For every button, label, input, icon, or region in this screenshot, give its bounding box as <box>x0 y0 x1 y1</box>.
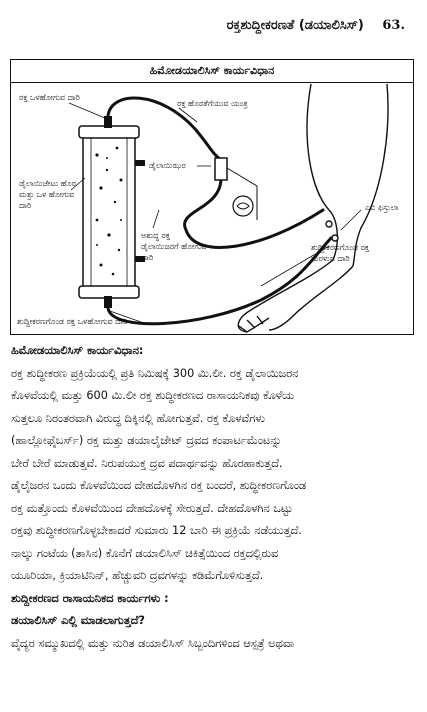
label-dialysate-path: ಡೈಲಾಯಿಜೇಟು ಹೊರ ಮತ್ತು ಒಳ ಹೋಗುವ ದಾರಿ <box>19 179 76 210</box>
label-blood-pump: ರಕ್ತ ಹೊರತೆಗೆಯುವ ಯಂತ್ರ <box>177 99 248 108</box>
label-purified-blood-return: ಶುದ್ದೀಕರಣಗೊಂಡ ರಕ್ತ ಮರಳುವ ದಾರಿ <box>311 243 370 263</box>
blood-pump <box>214 157 258 220</box>
figure-title-divider <box>11 82 413 83</box>
label-blood-inlet: ರಕ್ತ ಒಳಹೋಗುವ ದಾರಿ <box>19 93 80 102</box>
paragraph-line: ಕೊಳವೆಯಲ್ಲಿ ಮತ್ತು 600 ಮಿ.ಲೀ ರಕ್ತ ಶುದ್ಧೀಕರ… <box>11 389 295 402</box>
label-av-fistula: ಎವಿ ಫಿಸ್ತುಲಾ <box>365 203 399 212</box>
blood-tubing <box>106 96 333 326</box>
paragraph-line: ನಾಲ್ಕು ಗಂಟೆಯ (ತಾಸಿನ) ಕೊನೆಗೆ ಡಯಾಲಿಸಿಸ್ ಚಿ… <box>11 546 279 560</box>
paragraph-line: ವೈದ್ಯರ ಸಮ್ಮುಖದಲ್ಲಿ ಮತ್ತು ನುರಿತ ಡಯಾಲಿಸಿಸ್… <box>11 636 295 650</box>
label-purified-blood-inlet: ಶುದ್ದೀಕರಣಗೊಂಡ ರಕ್ತ ಒಳಹೋಗುವ ದಾರಿ <box>17 317 128 326</box>
paragraph-line: ರಕ್ತ ಶುದ್ಧೀಕರಣ ಪ್ರಕ್ರಿಯೆಯಲ್ಲಿ ಪ್ರತಿ ನಿಮಿ… <box>11 366 299 380</box>
label-impure-blood-path: ಅಶುದ್ಧ ರಕ್ತ ಡೈಲಾಯಿಜರಗೆ ಹೋಗುವ ದಾರಿ <box>141 231 207 262</box>
running-header: ರಕ್ತಶುದ್ದೀಕರಣತೆ (ಡಯಾಲಿಸಿಸ್) 63. <box>227 18 405 33</box>
chapter-title: ರಕ್ತಶುದ್ದೀಕರಣತೆ (ಡಯಾಲಿಸಿಸ್) <box>226 18 364 33</box>
paragraph-line: ಸುತ್ತಲೂ ನಿರಂತರವಾಗಿ ವಿರುದ್ಧ ದಿಕ್ಕಿನಲ್ಲಿ ಹ… <box>11 411 265 425</box>
patient-arm <box>237 83 389 333</box>
paragraph-line: ಯೂರಿಯಾ, ಕ್ರಿಯಾಟಿನಿನ್, ಹೆಚ್ಚುವರಿ ದ್ರವಗಳನ್… <box>11 569 264 582</box>
section-heading-where: ಡಯಾಲಿಸಿಸ್ ಎಲ್ಲಿ ಮಾಡಲಾಗುತ್ತದೆ? <box>11 614 145 627</box>
paragraph-line: ರಕ್ತ ಮತ್ತೊಂದು ಕೊಳವೆಯಿಂದ ದೇಹದೊಳಕ್ಕೆ ಸೇರುತ… <box>11 501 293 515</box>
label-dialyser: ಡೈಲಾಯಿಝರ <box>149 161 186 170</box>
article-body: ಹಿಮೋಡಯಾಲಿಸಿಸ್ ಕಾರ್ಯವಿಧಾನ: ರಕ್ತ ಶುದ್ಧೀಕರಣ… <box>11 340 415 655</box>
hemodialysis-figure: ಹಿಮೋಡಯಾಲಿಸಿಸ್ ಕಾರ್ಯವಿಧಾನ <box>10 59 414 335</box>
section-heading-functions: ಶುದ್ದೀಕರಣದ ರಾಸಾಯನಿಕದ ಕಾರ್ಯಗಳು : <box>11 591 169 605</box>
figure-title: ಹಿಮೋಡಯಾಲಿಸಿಸ್ ಕಾರ್ಯವಿಧಾನ <box>149 64 275 77</box>
paragraph-line: ಡೈಲೈಜರನ ಒಂದು ಕೊಳವೆಯಿಂದ ದೇಹದೊಳಗಿನ ರಕ್ತ ಬಂ… <box>11 479 307 492</box>
dialysis-diagram <box>68 83 389 333</box>
section-heading-procedure: ಹಿಮೋಡಯಾಲಿಸಿಸ್ ಕಾರ್ಯವಿಧಾನ: <box>11 344 144 357</box>
paragraph-line: ರಕ್ತವು ಶುದ್ಧೀಕರಣಗೊಳ್ಳಬೇಕಾದರೆ ಸುಮಾರು 12 ಬ… <box>11 524 302 537</box>
paragraph-line: ಬೇರೆ ಬೇರೆ ಮಾಡುತ್ತವೆ. ನಿರುಪಯುಕ್ತ ದ್ರವ ಪದಾ… <box>11 456 283 470</box>
paragraph-line: (ಹಾಲ್ಲೋಫೈಬರ್ಸ್) ರಕ್ತ ಮತ್ತು ಡಯಾಲೈಜೇಟ್ ದ್ರ… <box>11 434 282 447</box>
page-number: 63. <box>382 18 405 33</box>
leader-lines <box>68 102 362 323</box>
dialyser-column <box>78 116 145 308</box>
